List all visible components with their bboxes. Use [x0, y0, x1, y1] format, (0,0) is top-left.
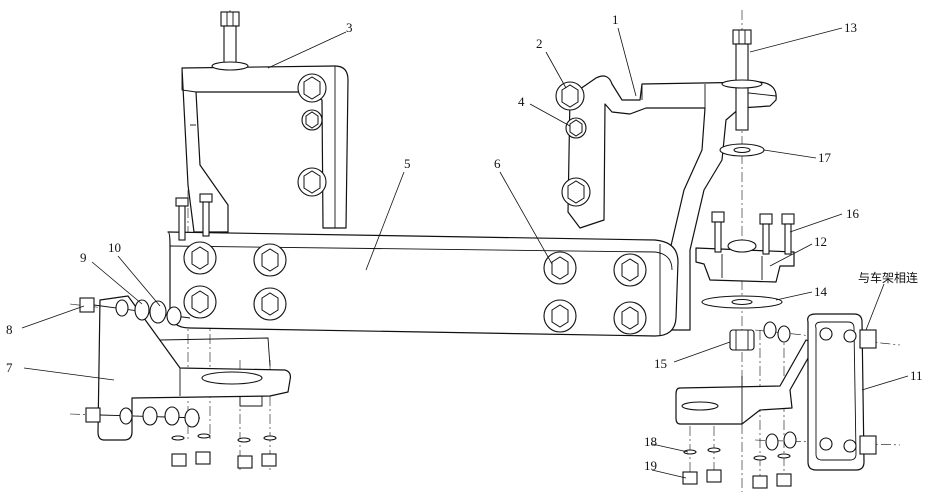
frame-plate-11	[807, 313, 865, 471]
frame-connection-annotation: 与车架相连	[858, 270, 918, 285]
nuts-bottom-left	[171, 433, 277, 469]
callout-18: 18	[644, 434, 657, 449]
leader-lines	[21, 27, 909, 479]
frame-bolts-right	[763, 321, 877, 455]
callout-4: 4	[518, 94, 525, 109]
rubber-mount-12	[695, 239, 795, 283]
plate-bolts	[183, 241, 647, 335]
callout-6: 6	[494, 156, 501, 171]
nut-15	[729, 329, 755, 351]
callout-14: 14	[814, 284, 828, 299]
callout-16: 16	[846, 206, 860, 221]
top-bolt-left	[211, 11, 249, 71]
callout-2: 2	[536, 36, 543, 51]
nuts-bottom-right	[682, 447, 792, 489]
callout-11: 11	[910, 368, 923, 383]
callouts: 1 2 3 4 5 6 7 8 9 10 11 12 13 14 15 16 1…	[6, 12, 923, 473]
callout-1: 1	[612, 12, 619, 27]
callout-8: 8	[6, 322, 13, 337]
callout-13: 13	[844, 20, 857, 35]
callout-17: 17	[818, 150, 832, 165]
callout-3: 3	[346, 20, 353, 35]
vertical-bolts-left	[175, 193, 213, 241]
bracket-3-bolts	[297, 73, 327, 197]
callout-9: 9	[80, 250, 87, 265]
callout-12: 12	[814, 234, 827, 249]
left-lower-bracket	[97, 295, 292, 441]
cross-member-plate	[167, 231, 679, 337]
callout-5: 5	[404, 156, 411, 171]
callout-7: 7	[6, 360, 13, 375]
bolts-16	[711, 211, 795, 255]
callout-19: 19	[644, 458, 657, 473]
callout-10: 10	[108, 240, 121, 255]
bolt-stack-upper-left	[79, 297, 191, 326]
bracket-1-bolts	[555, 81, 591, 207]
washer-14	[701, 295, 783, 309]
callout-15: 15	[654, 356, 667, 371]
washer-17	[719, 143, 765, 157]
right-lower-bracket	[675, 339, 817, 425]
top-bolt-right	[721, 29, 763, 131]
bolt-stack-lower-left	[85, 406, 201, 428]
